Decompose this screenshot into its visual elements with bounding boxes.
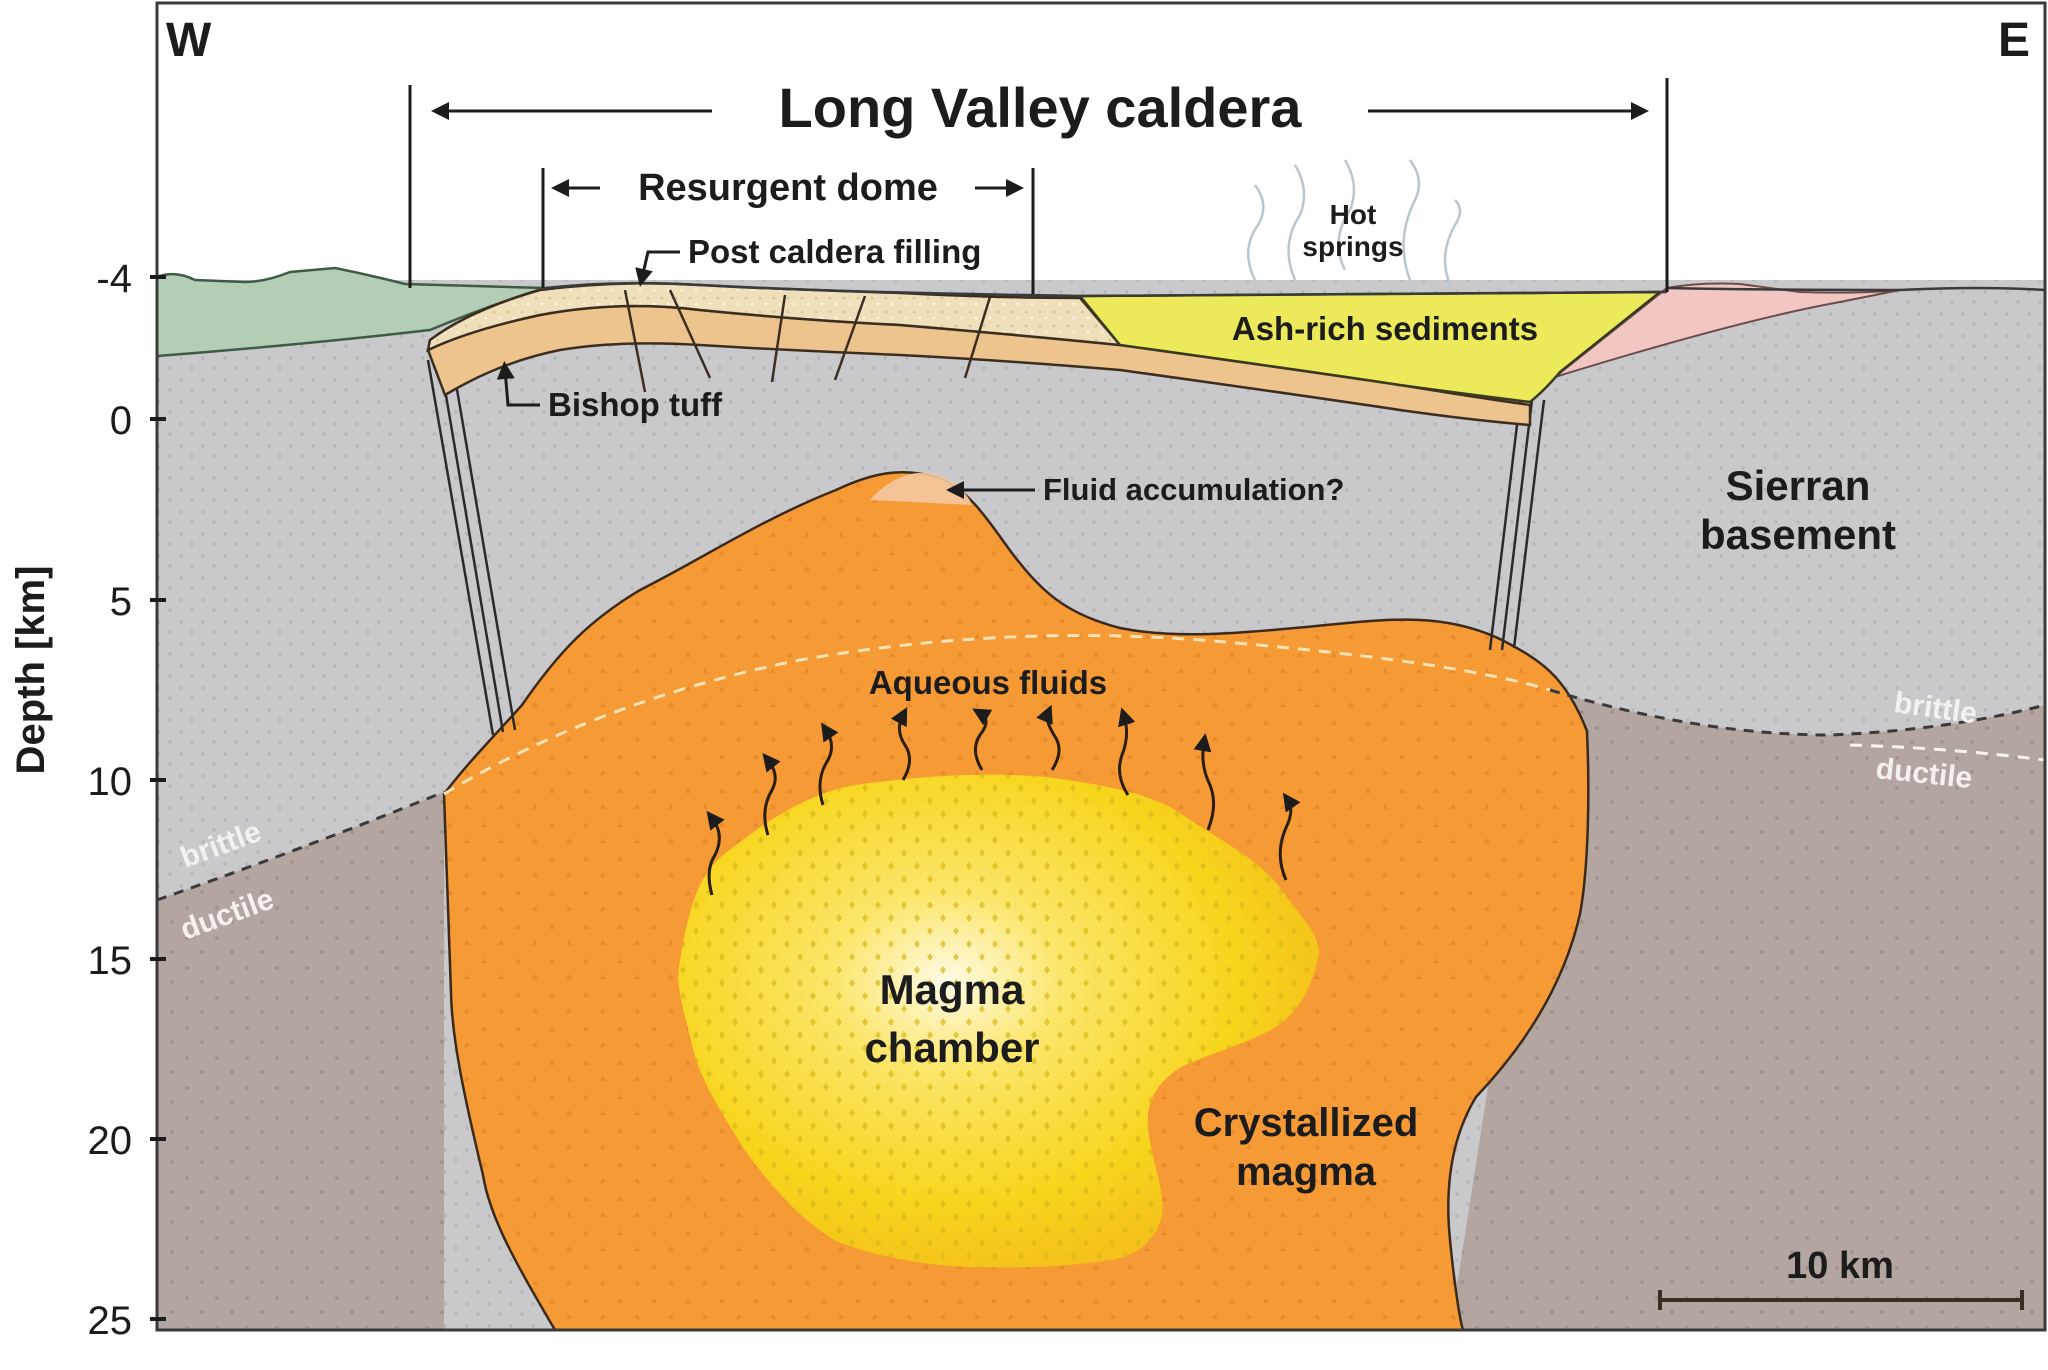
brittle-ductile-boundary-east-white — [1849, 743, 2046, 762]
ash-rich-sediments-label: Ash-rich sediments — [1232, 310, 1538, 347]
west-ring-fault — [426, 359, 517, 736]
caldera-span-indicator — [408, 78, 1669, 292]
caldera-surface-line — [544, 281, 1668, 298]
depth-axis-tick-labels: -4 0 5 10 15 20 25 — [88, 257, 133, 1343]
tick-label: 5 — [110, 580, 132, 624]
post-caldera-filling-label: Post caldera filling — [688, 233, 981, 270]
sierran-basement-label: basement — [1700, 511, 1896, 558]
tick-label: 0 — [110, 399, 132, 443]
brittle-ductile-boundary-magma — [443, 634, 1551, 796]
magma-chamber-texture — [678, 774, 1320, 1268]
fluid-accumulation-label: Fluid accumulation? — [1043, 472, 1344, 507]
hot-springs-steam-icon — [1247, 159, 1462, 286]
tick-label: 15 — [88, 939, 133, 983]
scale-bar — [1658, 1290, 2024, 1310]
figure-frame — [155, 1, 2047, 1332]
east-label: E — [1998, 14, 2030, 67]
aqueous-fluids-label: Aqueous fluids — [869, 664, 1107, 701]
crystallized-magma-label: Crystallized — [1194, 1101, 1419, 1145]
depth-axis-ticks — [150, 275, 166, 1321]
tick-label: 10 — [88, 760, 133, 804]
east-surface-line — [1666, 286, 2046, 292]
resurgent-dome-label: Resurgent dome — [638, 167, 938, 209]
magma-chamber-label: Magma — [880, 966, 1025, 1013]
brittle-ductile-boundary-east — [1549, 688, 2046, 737]
tick-label: 25 — [88, 1299, 133, 1343]
ash-rich-sediments-layer — [1077, 290, 1664, 404]
dome-faults — [623, 289, 992, 393]
hot-springs-label: springs — [1302, 231, 1403, 262]
tick-label: -4 — [96, 257, 132, 301]
tick-label: 20 — [88, 1119, 133, 1163]
depth-axis-label: Depth [km] — [9, 566, 53, 775]
sierran-basement-label: Sierran — [1726, 462, 1871, 509]
caldera-title: Long Valley caldera — [779, 76, 1303, 139]
east-ring-fault — [1488, 399, 1546, 651]
hot-springs-label: Hot — [1330, 199, 1377, 230]
fluid-migration-arrows — [706, 704, 1301, 896]
crystallized-magma-label: magma — [1236, 1150, 1377, 1194]
bishop-tuff-leader — [496, 361, 540, 407]
brittle-ductile-boundary-west — [156, 790, 445, 902]
resurgent-dome-span-indicator — [541, 168, 1035, 294]
west-label: W — [166, 14, 212, 67]
post-caldera-filling-leader — [635, 250, 680, 287]
magma-chamber-label: chamber — [864, 1024, 1039, 1071]
bishop-tuff-label: Bishop tuff — [548, 386, 723, 423]
scale-bar-label: 10 km — [1786, 1245, 1894, 1287]
